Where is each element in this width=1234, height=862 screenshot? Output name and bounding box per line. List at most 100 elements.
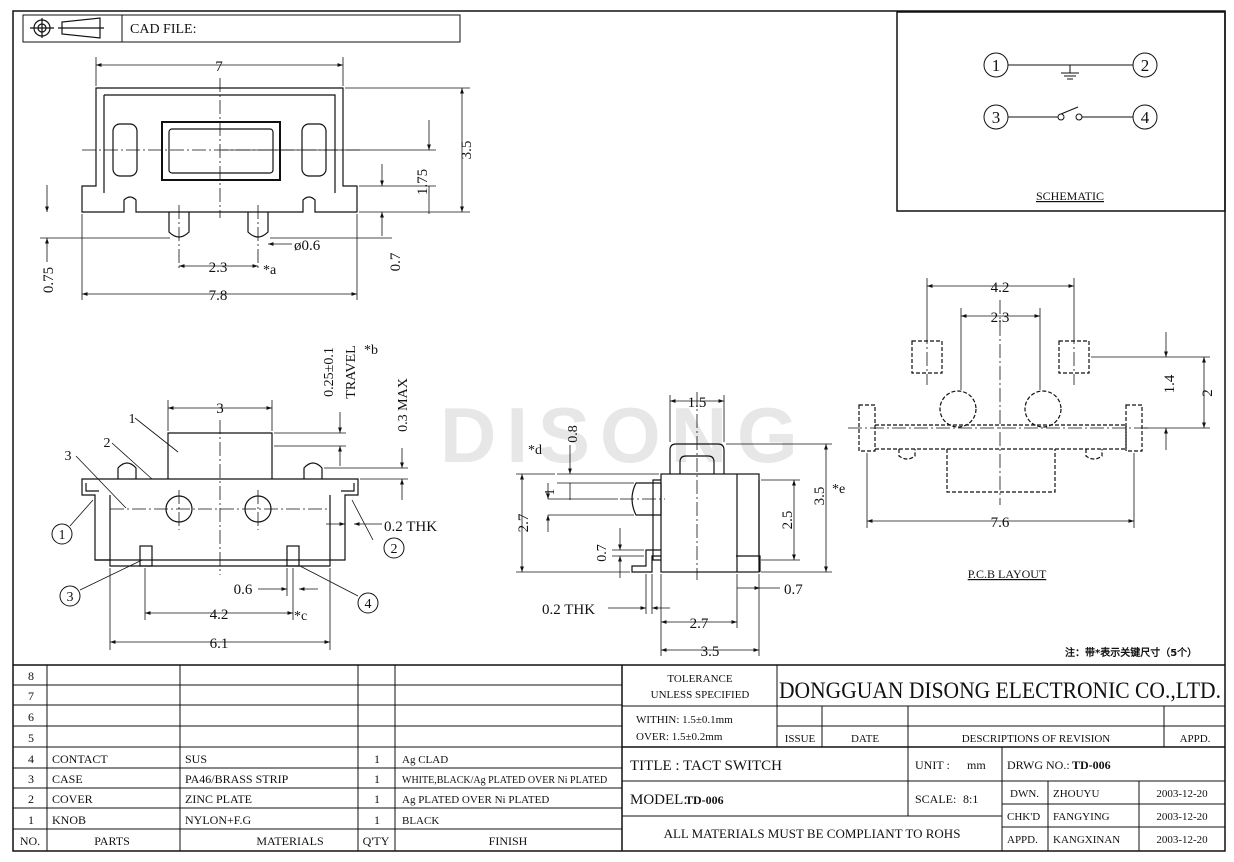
pcb-layout-label: P.C.B LAYOUT bbox=[968, 567, 1047, 581]
unit-value: mm bbox=[967, 758, 986, 772]
bom-no: 4 bbox=[28, 752, 34, 766]
bom-row: 2 COVER ZINC PLATE 1 Ag PLATED OVER Ni P… bbox=[28, 792, 549, 806]
dim-pin-length: 0.7 bbox=[388, 252, 404, 271]
dim-e-tag: *e bbox=[832, 482, 845, 497]
bom-qty: 1 bbox=[374, 813, 380, 827]
schematic-label: SCHEMATIC bbox=[1036, 189, 1104, 203]
rohs-compliance: ALL MATERIALS MUST BE COMPLIANT TO ROHS bbox=[664, 826, 961, 841]
bom-row-6-no: 6 bbox=[28, 710, 34, 724]
dim-half-height: 1.75 bbox=[415, 169, 431, 195]
revision-description-header: DESCRIPTIONS OF REVISION bbox=[962, 733, 1111, 745]
sheet-border bbox=[12, 10, 1226, 852]
drawn-label: DWN. bbox=[1010, 788, 1039, 800]
bom-qty: 1 bbox=[374, 772, 380, 786]
callout-2: 2 bbox=[104, 436, 111, 451]
approved-date: 2003-12-20 bbox=[1156, 834, 1208, 846]
front-pin-3: 3 bbox=[67, 590, 74, 605]
schematic-pin-2: 2 bbox=[1141, 56, 1150, 75]
scale-value: 8:1 bbox=[963, 792, 978, 806]
callout-3: 3 bbox=[65, 449, 72, 464]
dim-pin-diameter: ø0.6 bbox=[294, 238, 321, 254]
bom-no: 3 bbox=[28, 772, 34, 786]
dim-w35: 3.5 bbox=[701, 644, 720, 660]
dim-h07b: 0.7 bbox=[784, 582, 803, 598]
bom-row-8-no: 8 bbox=[28, 669, 34, 683]
drawing-title: TITLE : TACT SWITCH bbox=[630, 758, 782, 774]
dim-w27: 2.7 bbox=[690, 616, 709, 632]
dim-pcb-overall: 7.6 bbox=[991, 515, 1010, 531]
revision-date-header: DATE bbox=[851, 733, 879, 745]
bom-part: KNOB bbox=[52, 813, 86, 827]
dim-max: 0.3 MAX bbox=[396, 378, 411, 432]
bom-material: SUS bbox=[185, 752, 207, 766]
bom-material: NYLON+F.G bbox=[185, 813, 251, 827]
dim-overall-width: 7.8 bbox=[209, 288, 228, 304]
bom-qty: 1 bbox=[374, 792, 380, 806]
dim-pad: 0.6 bbox=[234, 582, 253, 598]
tolerance-line-1: TOLERANCE bbox=[667, 673, 732, 685]
top-view: 7 3.5 1.75 0.7 0.75 2.3 *a ø0.6 7.8 bbox=[40, 57, 475, 304]
drawing-number: TD-006 bbox=[1072, 758, 1111, 772]
dim-h27: 2.7 bbox=[516, 513, 532, 532]
dim-h25: 2.5 bbox=[780, 511, 796, 530]
dim-span-tag: *c bbox=[294, 609, 307, 624]
bom-qty: 1 bbox=[374, 752, 380, 766]
projection-symbol-icon bbox=[30, 17, 104, 39]
tolerance-within: WITHIN: 1.5±0.1mm bbox=[636, 714, 733, 726]
drawing-number-label: DRWG NO.: bbox=[1007, 758, 1070, 772]
dim-overall: 6.1 bbox=[210, 636, 229, 652]
dim-width: 7 bbox=[215, 59, 223, 75]
dim-h2: 2 bbox=[1200, 389, 1216, 397]
bom-row: 4 CONTACT SUS 1 Ag CLAD bbox=[28, 752, 448, 766]
checked-label: CHK'D bbox=[1007, 811, 1040, 823]
schematic-pin-1: 1 bbox=[992, 56, 1001, 75]
checked-date: 2003-12-20 bbox=[1156, 811, 1208, 823]
approved-label: APPD. bbox=[1007, 834, 1038, 846]
approved-name: KANGXINAN bbox=[1053, 834, 1120, 846]
bom-header-no: NO. bbox=[20, 834, 40, 848]
title-block: TOLERANCE UNLESS SPECIFIED WITHIN: 1.5±0… bbox=[622, 665, 1225, 851]
bom-row-7-no: 7 bbox=[28, 689, 34, 703]
key-dimension-note: 注：带*表示关键尺寸（5个） bbox=[1065, 648, 1198, 659]
dim-side-thk: 0.2 THK bbox=[542, 602, 595, 618]
bom-row: 1 KNOB NYLON+F.G 1 BLACK bbox=[28, 813, 439, 827]
company-name: DONGGUAN DISONG ELECTRONIC CO.,LTD. bbox=[779, 678, 1221, 703]
bom-header-materials: MATERIALS bbox=[256, 834, 323, 848]
revision-issue-header: ISSUE bbox=[785, 733, 816, 745]
cad-header: CAD FILE: bbox=[22, 14, 461, 43]
watermark: DISONG bbox=[440, 391, 808, 479]
callout-1: 1 bbox=[129, 412, 136, 427]
drawn-name: ZHOUYU bbox=[1053, 788, 1099, 800]
bom-finish: WHITE,BLACK/Ag PLATED OVER Ni PLATED bbox=[402, 775, 607, 786]
bom-no: 2 bbox=[28, 792, 34, 806]
tolerance-over: OVER: 1.5±0.2mm bbox=[636, 731, 723, 743]
dim-h1: 1 bbox=[543, 489, 558, 496]
dim-knob-width: 3 bbox=[216, 401, 224, 417]
bom-material: ZINC PLATE bbox=[185, 792, 252, 806]
bom-table: 8 7 6 5 4 CONTACT SUS 1 Ag CLAD 3 CASE P… bbox=[13, 664, 1225, 851]
bom-header-parts: PARTS bbox=[94, 834, 130, 848]
front-pin-4: 4 bbox=[365, 597, 372, 612]
bom-finish: Ag PLATED OVER Ni PLATED bbox=[402, 794, 549, 806]
bom-row-5-no: 5 bbox=[28, 731, 34, 745]
dim-d-value: 0.8 bbox=[566, 425, 581, 443]
bom-material: PA46/BRASS STRIP bbox=[185, 772, 289, 786]
dim-height: 3.5 bbox=[459, 141, 475, 160]
bom-part: COVER bbox=[52, 792, 93, 806]
pcb-layout: 4.2 2.3 1.4 2 7.6 P.C.B LAYOUT bbox=[848, 278, 1216, 581]
dim-travel-label: TRAVEL bbox=[344, 345, 359, 398]
schematic-pin-4: 4 bbox=[1141, 108, 1150, 127]
bom-row: 3 CASE PA46/BRASS STRIP 1 WHITE,BLACK/Ag… bbox=[28, 772, 607, 786]
dim-pitch-tag: *a bbox=[263, 263, 277, 278]
dim-outer: 4.2 bbox=[991, 280, 1010, 296]
dim-inner: 2.3 bbox=[991, 310, 1010, 326]
bom-part: CONTACT bbox=[52, 752, 108, 766]
front-pin-1: 1 bbox=[59, 528, 66, 543]
front-pin-2: 2 bbox=[391, 542, 398, 557]
dim-h07a: 0.7 bbox=[595, 544, 610, 562]
bom-part: CASE bbox=[52, 772, 83, 786]
dim-travel: 0.25±0.1 bbox=[322, 347, 337, 397]
bom-header-qty: Q'TY bbox=[363, 834, 390, 848]
model-label: MODEL: bbox=[630, 792, 688, 808]
